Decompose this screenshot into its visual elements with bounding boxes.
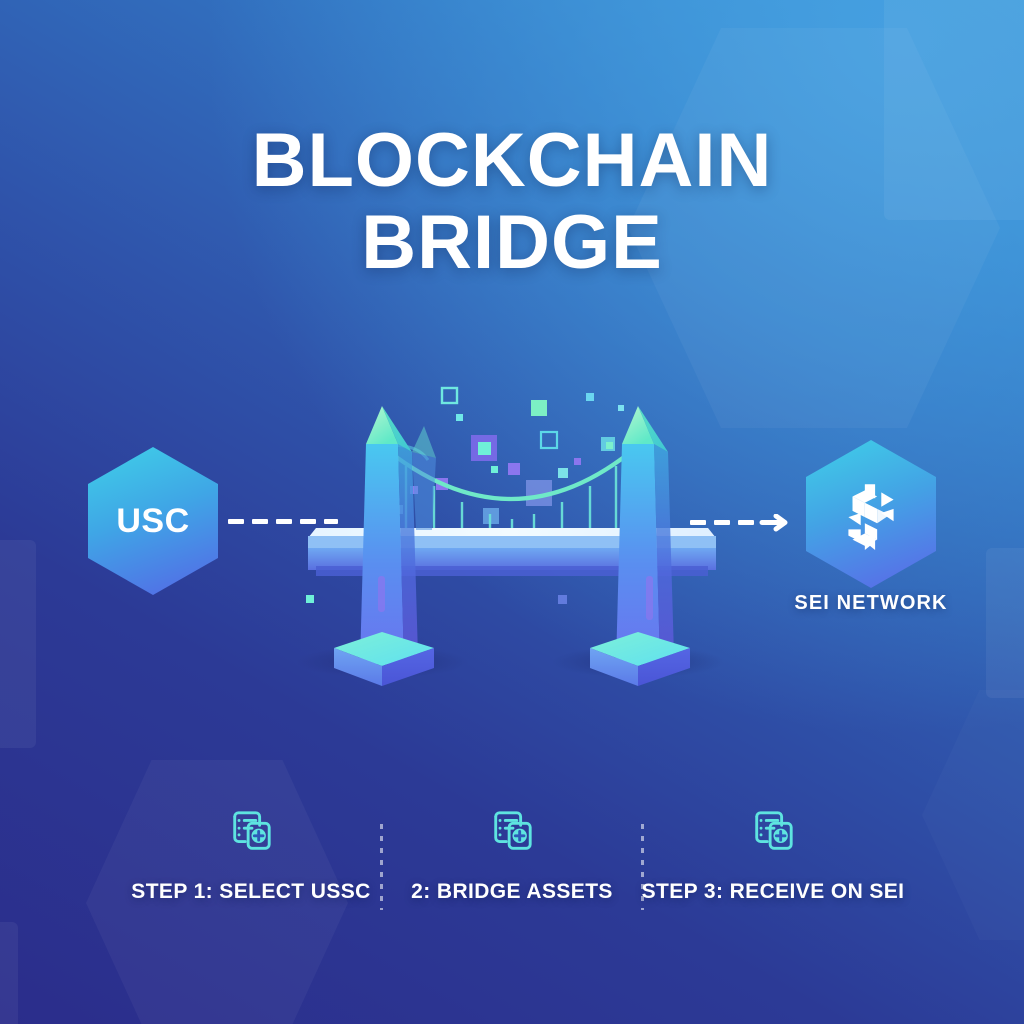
suspension-bridge-illustration [286, 380, 738, 695]
step-label: STEP 1: SELECT USSC [131, 880, 371, 903]
step-item-3[interactable]: STEP 3: RECEIVE ON SEI [641, 808, 905, 904]
bg-rect-left-mid [0, 540, 36, 748]
step-item-1[interactable]: STEP 1: SELECT USSC [122, 808, 380, 904]
data-particles [306, 386, 655, 611]
step-label: STEP 3: RECEIVE ON SEI [641, 880, 905, 903]
bridge-tower-right [590, 406, 690, 686]
bg-rect-bottom-left [0, 922, 18, 1024]
step-divider-1 [380, 824, 383, 910]
sei-logo-icon [848, 484, 894, 550]
step-divider-2 [641, 824, 644, 910]
steps-row: STEP 1: SELECT USSC 2: BRIDGE ASSETS [0, 808, 1024, 910]
document-transfer-icon [755, 811, 793, 850]
flow-arrow-right [690, 513, 790, 537]
flow-dashes-left [228, 514, 338, 535]
page-title: BLOCKCHAIN BRIDGE [251, 118, 773, 286]
source-token-label: USC [116, 501, 190, 540]
bridge-tower-left [334, 406, 436, 686]
bg-rect-top-right [884, 0, 1024, 220]
document-transfer-icon [494, 811, 532, 850]
bg-rect-right-mid [986, 548, 1024, 698]
step-label: 2: BRIDGE ASSETS [411, 880, 613, 903]
step-item-2[interactable]: 2: BRIDGE ASSETS [383, 808, 641, 904]
destination-network-label: SEI NETWORK [794, 592, 948, 614]
document-transfer-icon [233, 811, 271, 850]
destination-network-badge[interactable] [806, 440, 936, 588]
